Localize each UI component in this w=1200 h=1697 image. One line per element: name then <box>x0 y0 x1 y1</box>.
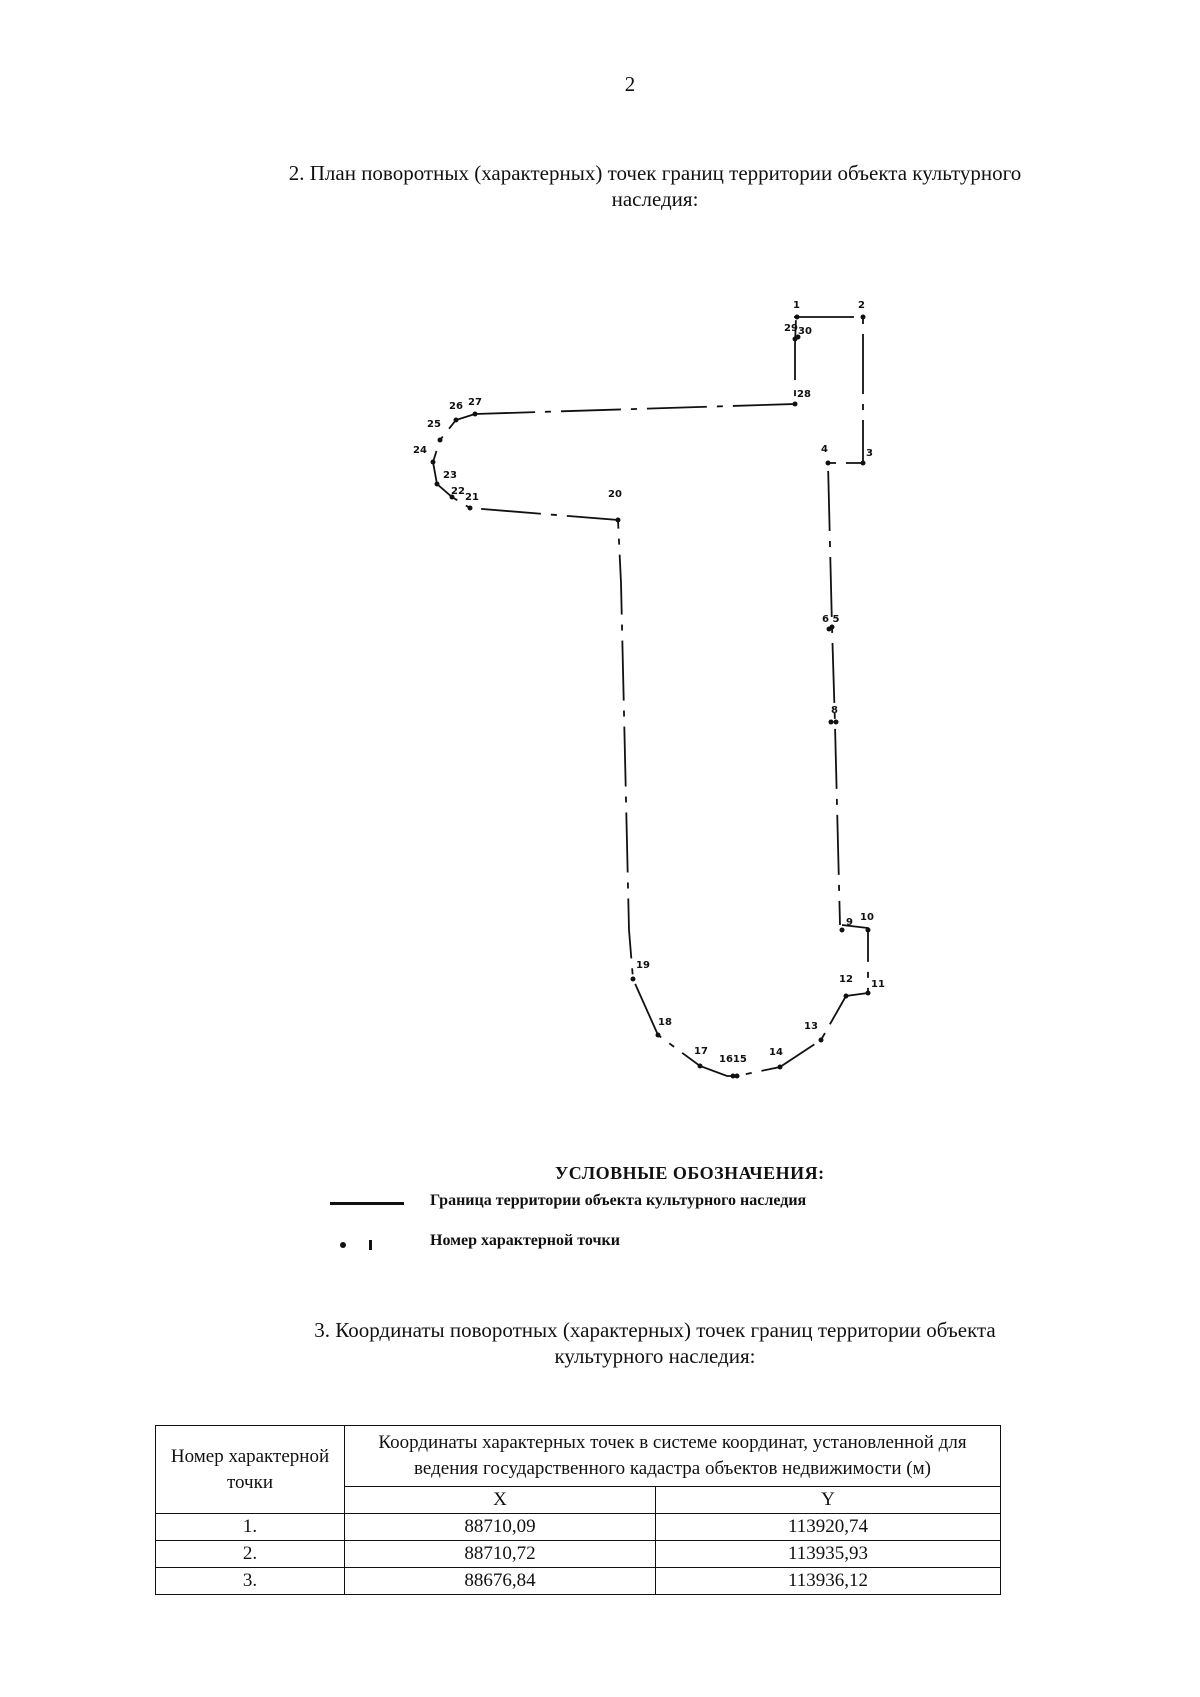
header-y: Y <box>654 1486 1002 1514</box>
header-coordinates: Координаты характерных точек в системе к… <box>344 1425 1001 1487</box>
page-number: 2 <box>624 72 636 96</box>
point-label-22: 22 <box>451 486 465 497</box>
row-y: 113920,74 <box>654 1513 1002 1541</box>
point-label-16-15: 1615 <box>719 1054 747 1065</box>
point-label-19: 19 <box>636 960 650 971</box>
point-label-10: 10 <box>860 912 874 923</box>
point-label-13: 13 <box>804 1021 818 1032</box>
legend-point-label: Номер характерной точки <box>430 1232 620 1249</box>
row-point-number: 2. <box>155 1540 345 1568</box>
row-y: 113935,93 <box>654 1540 1002 1568</box>
point-label-26: 26 <box>449 401 463 412</box>
row-x: 88710,72 <box>344 1540 656 1568</box>
point-label-28: 28 <box>797 389 811 400</box>
coords-heading-line-1: 3. Координаты поворотных (характерных) т… <box>314 1318 996 1342</box>
header-x: X <box>344 1486 656 1514</box>
point-label-2: 2 <box>858 300 865 311</box>
point-label-30: 30 <box>798 326 812 337</box>
point-label-18: 18 <box>658 1017 672 1028</box>
row-y: 113936,12 <box>654 1567 1002 1595</box>
point-label-9: 9 <box>846 917 853 928</box>
table-row: 1. 88710,09 113920,74 <box>155 1513 1002 1541</box>
row-point-number: 1. <box>155 1513 345 1541</box>
point-label-12: 12 <box>839 974 853 985</box>
boundary-line <box>432 316 869 1077</box>
row-x: 88710,09 <box>344 1513 656 1541</box>
point-label-11: 11 <box>871 979 885 990</box>
coords-heading: 3. Координаты поворотных (характерных) т… <box>150 1317 1160 1369</box>
point-label-6-5: 6 5 <box>822 614 839 625</box>
point-label-3: 3 <box>866 448 873 459</box>
point-label-25: 25 <box>427 419 441 430</box>
table-row: 2. 88710,72 113935,93 <box>155 1540 1002 1568</box>
point-label-1: 1 <box>793 300 800 311</box>
point-number-swatch <box>369 1240 372 1250</box>
point-dot-swatch <box>340 1242 346 1248</box>
point-labels: 1 2 3 4 6 5 8 9 10 11 12 13 14 1615 17 1… <box>413 300 885 1065</box>
point-label-8: 8 <box>831 705 838 716</box>
legend-title: УСЛОВНЫЕ ОБОЗНАЧЕНИЯ: <box>555 1163 825 1183</box>
point-label-20: 20 <box>608 489 622 500</box>
plan-heading-line-2: наследия: <box>611 187 699 211</box>
coordinates-table: Номер характерной точки Координаты харак… <box>155 1425 1002 1595</box>
header-point-number: Номер характерной точки <box>155 1425 345 1514</box>
boundary-points <box>430 314 871 1079</box>
point-label-21: 21 <box>465 492 479 503</box>
point-label-29: 29 <box>784 323 798 334</box>
point-label-24: 24 <box>413 445 427 456</box>
point-label-14: 14 <box>769 1047 783 1058</box>
boundary-plan: 1 2 3 4 6 5 8 9 10 11 12 13 14 1615 17 1… <box>413 300 885 1079</box>
plan-heading: 2. План поворотных (характерных) точек г… <box>150 160 1160 212</box>
table-row: 3. 88676,84 113936,12 <box>155 1567 1002 1595</box>
row-point-number: 3. <box>155 1567 345 1595</box>
point-label-23: 23 <box>443 470 457 481</box>
table-header-row: Номер характерной точки Координаты харак… <box>155 1425 1001 1514</box>
table-subheader-row: X Y <box>156 1486 1002 1514</box>
row-x: 88676,84 <box>344 1567 656 1595</box>
point-label-4: 4 <box>821 444 828 455</box>
coords-heading-line-2: культурного наследия: <box>554 1344 756 1368</box>
point-label-27: 27 <box>468 397 482 408</box>
point-label-17: 17 <box>694 1046 708 1057</box>
boundary-line-swatch <box>330 1202 404 1205</box>
legend-boundary-label: Граница территории объекта культурного н… <box>430 1192 807 1209</box>
plan-heading-line-1: 2. План поворотных (характерных) точек г… <box>288 161 1022 185</box>
